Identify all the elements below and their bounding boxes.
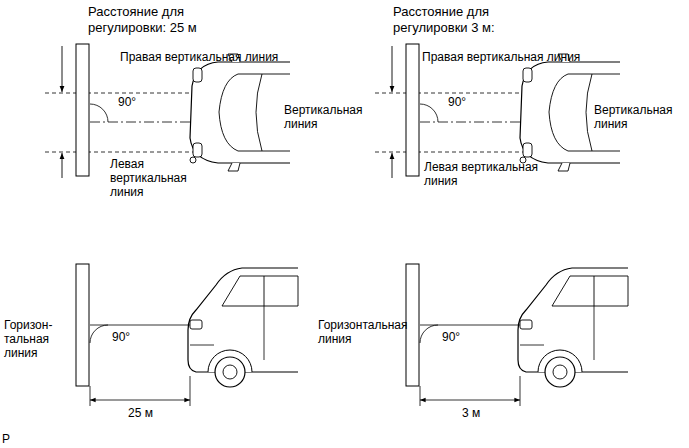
angle-label: 90° <box>448 95 466 109</box>
title: Расстояние для регулировки: 25 м <box>88 4 228 36</box>
line-label: Правая вертикальная линия <box>120 50 278 64</box>
extension-line <box>90 386 91 406</box>
angle-label: 90° <box>118 95 136 109</box>
title: Расстояние для регулировки 3 м: <box>393 4 543 36</box>
line-label: Вертикальная линия <box>594 103 682 131</box>
extension-line <box>520 376 521 406</box>
line-label: Вертикальная линия <box>284 103 372 131</box>
dimension-line <box>90 400 190 401</box>
dimension-line <box>420 400 520 401</box>
van-side-view <box>406 264 628 387</box>
line-label: Горизон-тальная линия <box>4 318 52 360</box>
extension-line <box>420 386 421 406</box>
figure-code: P <box>2 432 10 446</box>
dimension-label: 3 м <box>462 406 480 420</box>
van-side-view <box>76 264 298 387</box>
line-label: Горизонтальная линия <box>318 318 428 346</box>
angle-label: 90° <box>112 330 130 344</box>
line-label: Левая вертикальная линия <box>424 160 564 188</box>
line-label: Левая вертикальная линия <box>110 157 200 199</box>
extension-line <box>190 376 191 406</box>
line-label: Правая вертикальная линия <box>422 50 580 64</box>
angle-label: 90° <box>442 330 460 344</box>
car-top-view <box>375 44 620 178</box>
dimension-label: 25 м <box>128 406 153 420</box>
car-top-view <box>45 44 290 178</box>
